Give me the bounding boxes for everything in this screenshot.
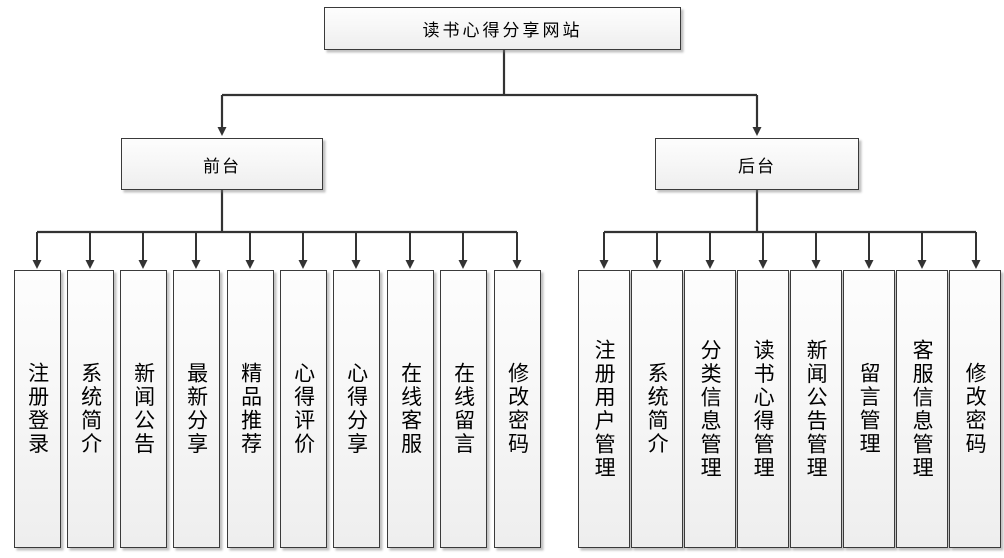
leaf-frontend-4[interactable]: 最新分享 (173, 270, 220, 548)
backend-bus (599, 190, 981, 269)
leaf-frontend-8[interactable]: 在线客服 (387, 270, 434, 548)
leaf-label: 系统简介 (78, 362, 103, 456)
leaf-frontend-9[interactable]: 在线留言 (440, 270, 487, 548)
node-backend-label: 后台 (738, 156, 776, 176)
node-backend[interactable]: 后台 (655, 138, 859, 190)
leaf-label: 心得评价 (291, 362, 316, 456)
leaf-label: 分类信息管理 (698, 338, 723, 480)
leaf-label: 精品推荐 (238, 362, 263, 456)
leaf-label: 系统简介 (645, 362, 670, 456)
frontend-bus (32, 190, 522, 269)
leaf-backend-3[interactable]: 分类信息管理 (684, 270, 736, 548)
leaf-backend-6[interactable]: 留言管理 (843, 270, 895, 548)
leaf-label: 客服信息管理 (910, 338, 935, 480)
leaf-label: 读书心得管理 (751, 338, 776, 480)
leaf-label: 新闻公告 (131, 362, 156, 456)
leaf-label: 注册登录 (25, 362, 50, 456)
leaf-label: 注册用户管理 (592, 338, 617, 480)
leaf-frontend-3[interactable]: 新闻公告 (120, 270, 167, 548)
leaf-frontend-5[interactable]: 精品推荐 (227, 270, 274, 548)
node-root[interactable]: 读书心得分享网站 (324, 7, 681, 50)
leaf-frontend-6[interactable]: 心得评价 (280, 270, 327, 548)
leaf-label: 在线留言 (451, 362, 476, 456)
leaf-frontend-1[interactable]: 注册登录 (14, 270, 61, 548)
leaf-backend-2[interactable]: 系统简介 (631, 270, 683, 548)
leaf-backend-5[interactable]: 新闻公告管理 (790, 270, 842, 548)
leaf-label: 新闻公告管理 (804, 338, 829, 480)
leaf-label: 修改密码 (505, 362, 530, 456)
leaf-backend-8[interactable]: 修改密码 (949, 270, 1001, 548)
leaf-backend-4[interactable]: 读书心得管理 (737, 270, 789, 548)
leaf-frontend-7[interactable]: 心得分享 (333, 270, 380, 548)
node-frontend-label: 前台 (203, 156, 241, 176)
node-root-label: 读书心得分享网站 (422, 21, 583, 40)
leaf-frontend-2[interactable]: 系统简介 (67, 270, 114, 548)
leaf-backend-1[interactable]: 注册用户管理 (578, 270, 630, 548)
leaf-label: 修改密码 (963, 362, 988, 456)
leaf-label: 留言管理 (857, 362, 882, 456)
leaf-backend-7[interactable]: 客服信息管理 (896, 270, 948, 548)
leaf-label: 最新分享 (184, 362, 209, 456)
leaf-label: 心得分享 (344, 362, 369, 456)
node-frontend[interactable]: 前台 (121, 138, 323, 190)
leaf-label: 在线客服 (398, 362, 423, 456)
root-connector (217, 50, 762, 136)
leaf-frontend-10[interactable]: 修改密码 (494, 270, 541, 548)
